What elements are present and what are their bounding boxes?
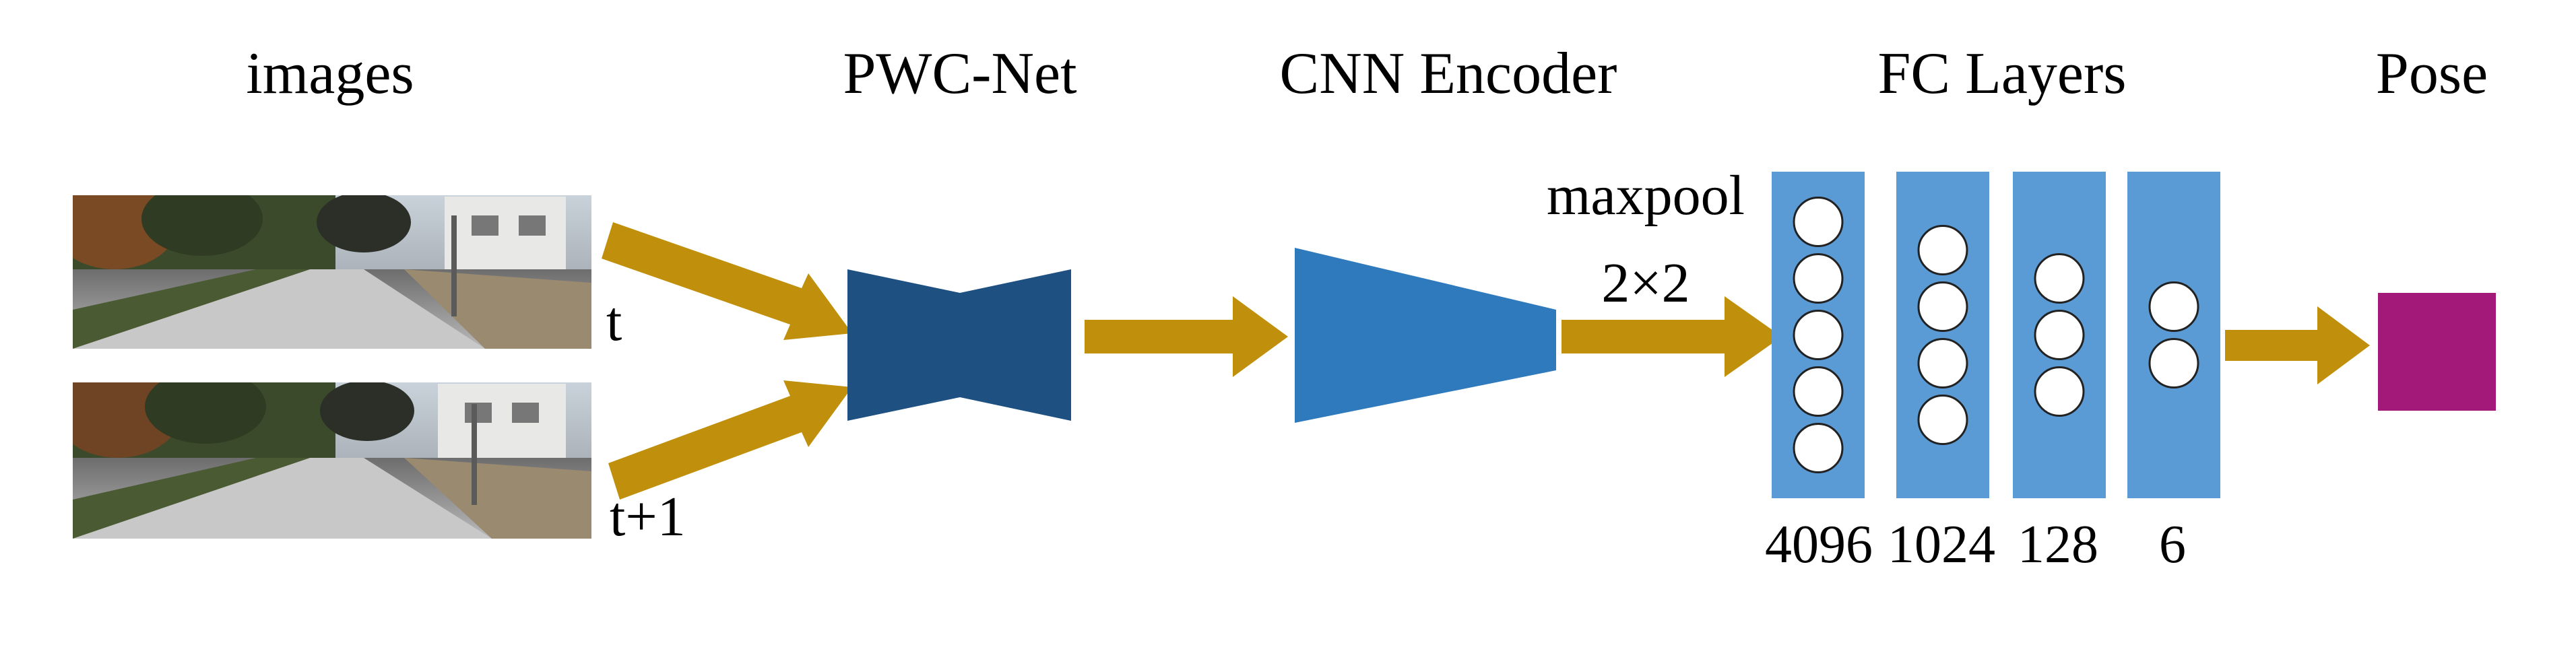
pose-header: Pose: [2376, 41, 2488, 106]
fc-neuron: [2148, 338, 2199, 388]
fc-neuron: [1917, 225, 1968, 275]
arrow-pwcnet-to-encoder: [1085, 296, 1288, 377]
fc-neuron: [2034, 310, 2085, 360]
fc-neuron: [1793, 310, 1844, 360]
cnn-encoder-header: CNN Encoder: [1280, 41, 1617, 106]
image-frame-t-plus-1: [73, 382, 591, 539]
pose-block: [2378, 293, 2496, 411]
maxpool-label: maxpool: [1547, 164, 1745, 227]
arrow-encoder-to-fc: [1561, 296, 1782, 377]
fc-neuron: [1917, 395, 1968, 445]
fc-neuron: [2034, 253, 2085, 304]
pwcnet-block: [847, 269, 1071, 421]
fc-neuron: [1793, 366, 1844, 417]
fc-neuron: [1917, 281, 1968, 332]
fc-neuron: [1917, 338, 1968, 388]
fc-neuron: [1793, 253, 1844, 304]
cnn-encoder-block: [1295, 248, 1556, 423]
arrow-t-to-pwcnet: [602, 222, 852, 340]
fc-size-label: 1024: [1888, 515, 1995, 574]
fc-layers: [1772, 172, 2220, 498]
fc-layer-column: [2127, 172, 2220, 498]
images-header: images: [246, 41, 414, 106]
fc-neuron: [2148, 281, 2199, 332]
fc-size-label: 6: [2159, 515, 2186, 574]
arrow-fc-to-pose: [2225, 306, 2370, 384]
fc-size-label: 4096: [1765, 515, 1873, 574]
frame-label-t: t: [606, 290, 622, 353]
pwcnet-header: PWC-Net: [843, 41, 1076, 106]
arrow-t1-to-pwcnet: [608, 380, 852, 500]
fc-layers-header: FC Layers: [1877, 41, 2126, 106]
fc-neuron: [1793, 423, 1844, 473]
fc-neuron: [1793, 197, 1844, 247]
fc-layer-column: [1896, 172, 1989, 498]
image-frame-t: [73, 195, 591, 349]
maxpool-size: 2×2: [1601, 252, 1689, 314]
fc-neuron: [2034, 366, 2085, 417]
fc-size-label: 128: [2018, 515, 2098, 574]
